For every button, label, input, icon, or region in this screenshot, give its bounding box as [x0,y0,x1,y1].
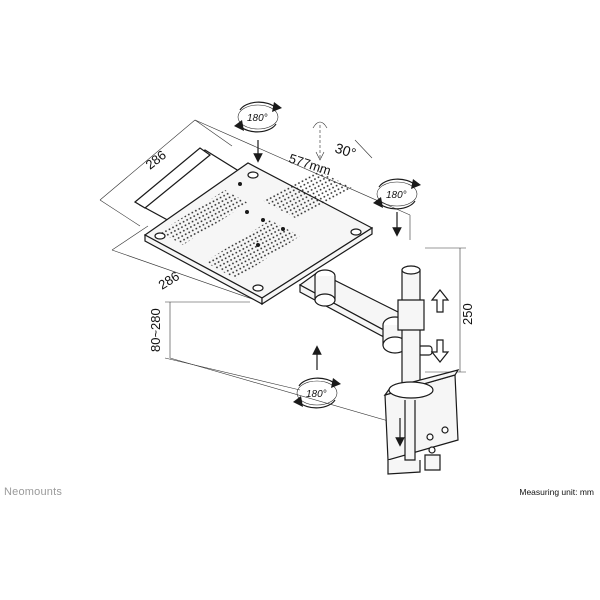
rotate-top-label: 180° [247,113,268,124]
rotation-badge-top: 180° [234,101,282,133]
pole [397,265,425,396]
insert-arrows [253,140,405,447]
pole-height-label: 250 [460,303,475,325]
tilt-label: 30° [333,140,358,162]
height-range-label: 80~280 [148,308,163,352]
measuring-unit-note: Measuring unit: mm [519,487,594,497]
tilt-indicator [312,121,373,161]
height-adjust-arrows [430,289,450,363]
tray-width-back-label: 286 [143,147,169,172]
reach-label: 577mm [287,151,333,179]
rotation-badge-right: 180° [373,178,421,210]
tray-width-front-label: 286 [156,268,182,292]
rotation-badge-bottom: 180° [293,377,341,409]
rotate-bottom-label: 180° [306,389,327,400]
rotate-right-label: 180° [386,190,407,201]
laptop-tray [133,147,374,306]
brand-logo-text: Neomounts [4,486,63,498]
desk-clamp [383,369,460,475]
